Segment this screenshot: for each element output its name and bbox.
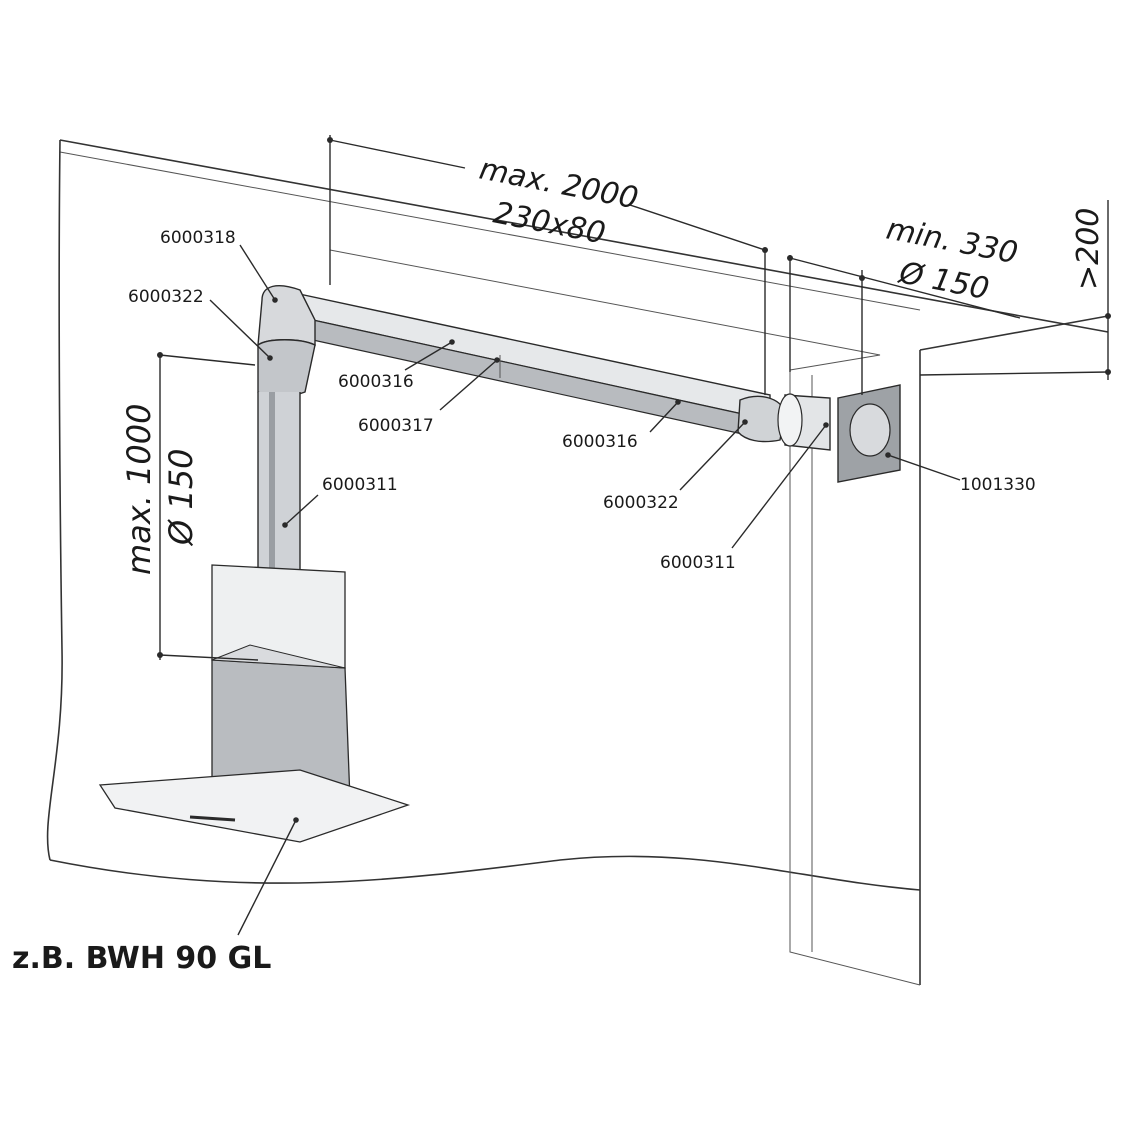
leader-6000311-vertical [284, 494, 319, 526]
dim-1000-extensions [159, 354, 259, 661]
room-outline [46, 139, 1109, 986]
dim-330-right-tick [859, 275, 865, 281]
example-model-label: z.B. BWH 90 GL [12, 941, 271, 976]
dim-ceiling-gap: >200 [1071, 208, 1106, 290]
adapter-6000322-right [737, 395, 786, 443]
leader-lines [209, 244, 961, 936]
flat-duct-top [289, 291, 771, 421]
round-piece-end [777, 393, 803, 447]
label-6000311-right: 6000311 [660, 553, 736, 573]
hood-canopy [98, 769, 411, 843]
elbow-6000318 [257, 284, 316, 347]
dim-2000-left-tick [327, 137, 333, 143]
label-6000318: 6000318 [160, 228, 236, 248]
leader-1001330 [887, 454, 961, 481]
elbow-vertical-to-flat [257, 284, 316, 398]
adapter-6000322-top [257, 339, 316, 398]
label-6000322-right: 6000322 [603, 493, 679, 513]
label-6000311-vertical: 6000311 [322, 475, 398, 495]
dim-vertical-diameter: Ø 150 [162, 449, 200, 547]
label-6000316-right: 6000316 [562, 432, 638, 452]
leader-6000318 [239, 244, 276, 301]
leader-6000322-right [679, 421, 746, 491]
label-6000316-left: 6000316 [338, 372, 414, 392]
dim-2000-right-tick [762, 247, 768, 253]
label-6000317: 6000317 [358, 416, 434, 436]
dim-330-line [789, 257, 1021, 319]
floor-curve [49, 855, 921, 891]
leader-6000311-right [731, 424, 827, 549]
label-6000322-top: 6000322 [128, 287, 204, 307]
dim-200-bottom-tick [1105, 369, 1111, 375]
dim-200-top-tick [1105, 313, 1111, 319]
extractor-hood [98, 564, 411, 843]
ceiling-duct-shadow [329, 249, 881, 371]
dim-330-left-tick [787, 255, 793, 261]
ceiling-back-edge [59, 139, 1109, 333]
dim-200-lower-extension [919, 371, 1109, 376]
leader-6000317 [439, 359, 498, 411]
dim-1000-bottom-tick [157, 652, 163, 658]
wall-connection [737, 384, 901, 483]
hood-body-top [211, 644, 346, 669]
leader-example-model [237, 819, 297, 936]
dimension-lines [157, 135, 1111, 661]
leader-6000322-top [209, 299, 271, 359]
left-wall-edge [46, 139, 63, 861]
wall-recess-left [789, 370, 921, 986]
leader-6000316-right [649, 401, 679, 433]
leader-6000316-left [404, 341, 453, 371]
ceiling-inner-edge [59, 151, 921, 311]
wall-top-edge [919, 315, 1109, 351]
dim-vertical-length: max. 1000 [120, 404, 158, 576]
label-1001330: 1001330 [960, 475, 1036, 495]
dim-1000-top-tick [157, 352, 163, 358]
dim-2000-line [329, 139, 766, 251]
hood-control-strip [189, 815, 236, 822]
wall-box-opening [849, 403, 891, 457]
